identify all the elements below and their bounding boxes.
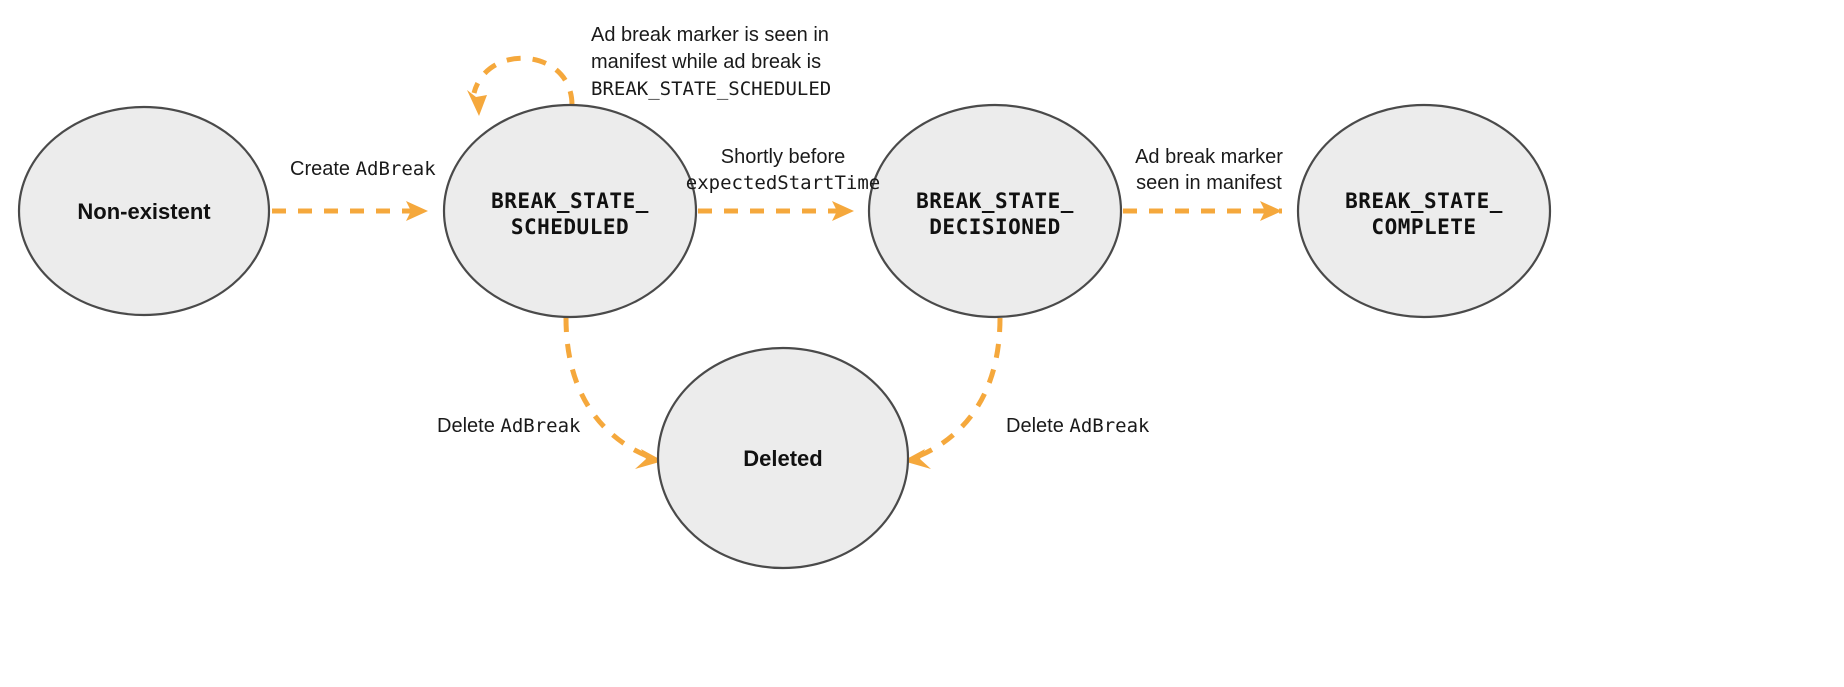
edge-marker-seen-arrowhead [1260,201,1282,221]
edge-create-adbreak-arrowhead [406,201,428,221]
node-break-state-decisioned-label-line1: BREAK_STATE_ [916,189,1074,213]
edge-shortly-before-expected-start-time [698,201,854,221]
node-non-existent-shape[interactable] [17,105,271,317]
edge-label-create-adbreak-text: Create AdBreak [290,158,436,180]
edge-delete-from-scheduled-line [563,317,653,461]
node-non-existent-label: Non-existent [77,199,211,224]
edge-label-delete-scheduled-text: Delete AdBreak [437,415,581,437]
node-non-existent[interactable]: Non-existent [17,105,271,317]
edge-create-adbreak [272,201,428,221]
edge-label-delete-decisioned-seg-0: Delete [1006,415,1069,437]
node-break-state-decisioned-shape[interactable] [867,103,1123,319]
node-break-state-scheduled[interactable]: BREAK_STATE_ SCHEDULED [442,103,698,319]
edge-marker-seen-in-manifest [1123,201,1282,221]
edge-label-delete-scheduled-seg-1: AdBreak [500,415,581,437]
edge-label-marker-manifest-line2: seen in manifest [1136,172,1282,194]
node-break-state-complete-shape[interactable] [1296,103,1552,319]
edge-shortly-before-arrowhead [832,201,854,221]
edge-label-marker-scheduled-line3: BREAK_STATE_SCHEDULED [591,78,831,100]
edge-label-marker-manifest-line1: Ad break marker [1135,146,1283,168]
node-break-state-scheduled-label-line2: SCHEDULED [511,215,629,239]
node-break-state-complete-label-line1: BREAK_STATE_ [1345,189,1503,213]
edge-label-create-adbreak-seg-1: AdBreak [356,158,437,180]
node-deleted-shape[interactable] [656,346,910,570]
edge-delete-adbreak-from-scheduled [563,317,663,469]
edge-label-shortly-before-line2: expectedStartTime [686,172,880,194]
edge-delete-from-scheduled-arrowhead [635,449,663,469]
edge-label-shortly-before-line1: Shortly before [721,146,846,168]
node-deleted[interactable]: Deleted [656,346,910,570]
edge-label-delete-scheduled-seg-0: Delete [437,415,500,437]
node-deleted-label: Deleted [743,446,822,471]
edge-label-marker-scheduled-line2: manifest while ad break is [591,51,821,73]
node-break-state-decisioned-label-line2: DECISIONED [929,215,1060,239]
edge-delete-from-decisioned-line [913,317,1003,461]
edge-label-create-adbreak: Create AdBreak [290,158,436,180]
edge-label-marker-scheduled-line1: Ad break marker is seen in [591,24,829,46]
edge-marker-seen-while-scheduled [467,55,575,116]
edge-label-delete-decisioned-text: Delete AdBreak [1006,415,1150,437]
edge-delete-from-decisioned-arrowhead [903,449,931,469]
edge-label-shortly-before: Shortly before expectedStartTime [686,146,880,194]
node-break-state-decisioned[interactable]: BREAK_STATE_ DECISIONED [867,103,1123,319]
edge-label-delete-from-decisioned: Delete AdBreak [1006,415,1150,437]
node-break-state-complete[interactable]: BREAK_STATE_ COMPLETE [1296,103,1552,319]
node-break-state-complete-label-line2: COMPLETE [1371,215,1476,239]
node-break-state-scheduled-label-line1: BREAK_STATE_ [491,189,649,213]
edge-label-marker-seen-while-scheduled: Ad break marker is seen in manifest whil… [591,24,831,100]
edge-label-delete-decisioned-seg-1: AdBreak [1069,415,1150,437]
edge-label-marker-seen-in-manifest: Ad break marker seen in manifest [1135,146,1283,194]
edge-self-loop-line [471,55,575,106]
edge-delete-adbreak-from-decisioned [903,317,1003,469]
edge-label-delete-from-scheduled: Delete AdBreak [437,415,581,437]
node-break-state-scheduled-shape[interactable] [442,103,698,319]
edge-self-loop-arrowhead [467,90,487,116]
edge-label-create-adbreak-seg-0: Create [290,158,356,180]
